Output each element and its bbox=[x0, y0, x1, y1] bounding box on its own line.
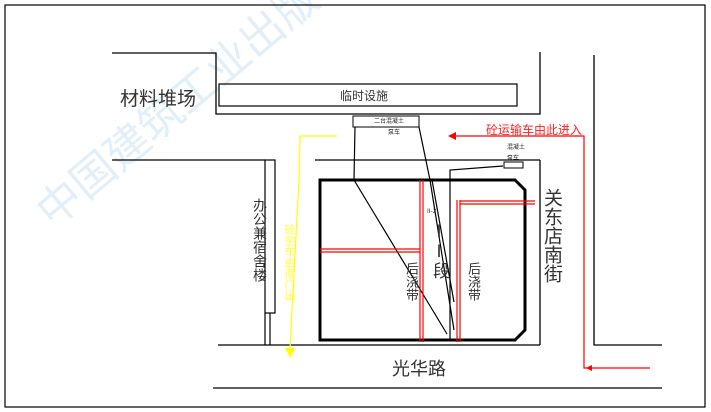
pump-one-label-2: 泵车 bbox=[507, 155, 520, 162]
material-yard-label: 材料堆场 bbox=[120, 88, 197, 110]
office-building bbox=[264, 159, 276, 345]
pump-two-label-2: 泵车 bbox=[388, 129, 401, 136]
exit-note: 砼空车由南门出 bbox=[283, 224, 296, 301]
south-road-label: 光华路 bbox=[392, 359, 446, 380]
office-label: 办公兼宿舍楼 bbox=[251, 198, 267, 282]
pump-two-box bbox=[352, 115, 420, 128]
section-label: II段 bbox=[429, 222, 449, 279]
pump-one-box bbox=[503, 161, 524, 169]
road-lines bbox=[112, 52, 662, 389]
entry-note: 砼运输车由此进入 bbox=[486, 123, 583, 137]
post-pour-left-label: 后浇带 bbox=[403, 262, 418, 301]
east-street-label: 关东店南街 bbox=[541, 188, 563, 283]
temp-facility-label: 临时设施 bbox=[340, 89, 389, 103]
pump-one-label: 混凝土 bbox=[507, 144, 526, 151]
post-pour-bands bbox=[320, 180, 535, 342]
section-marker: II-2 bbox=[427, 208, 437, 215]
temp-facility-box bbox=[218, 83, 518, 107]
entry-route-arrow bbox=[448, 132, 650, 371]
exit-route-arrow bbox=[285, 135, 337, 358]
site-boundary bbox=[318, 178, 527, 342]
pump-two-label: 二台混凝土 bbox=[374, 118, 405, 125]
pump-boom-lines bbox=[353, 126, 504, 340]
post-pour-right-label: 后浇带 bbox=[465, 262, 480, 301]
drawing-frame bbox=[4, 4, 706, 408]
